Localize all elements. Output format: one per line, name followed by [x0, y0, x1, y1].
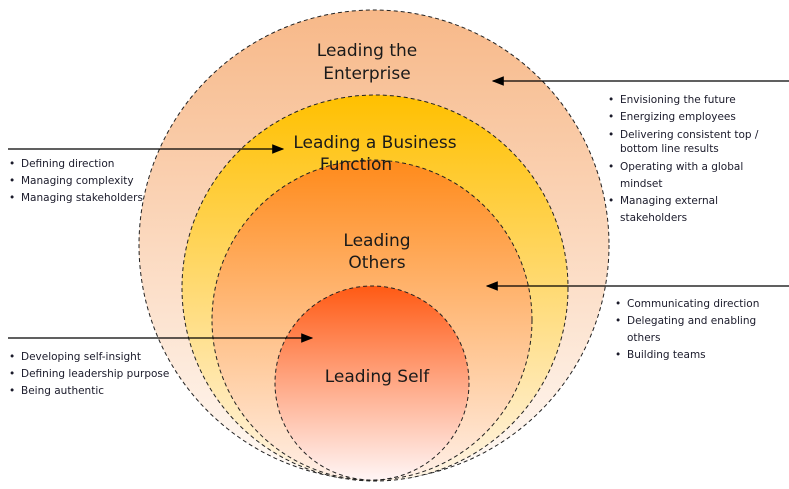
bullet-item: Envisioning the future	[608, 92, 783, 109]
title-business-line1: Leading a Business	[293, 133, 456, 153]
bullet-item: Being authentic	[9, 383, 169, 400]
bullet-item: Delivering consistent top / bottom line …	[608, 128, 783, 156]
title-others-line2: Others	[348, 253, 405, 273]
bullet-item: Operating with a global mindset	[608, 159, 783, 193]
title-enterprise-line2: Enterprise	[323, 64, 410, 84]
bullet-item: Energizing employees	[608, 109, 783, 126]
others-bullets: Communicating direction Delegating and e…	[615, 296, 789, 364]
bullet-item: Defining leadership purpose	[9, 366, 169, 383]
bullet-item: Managing complexity	[9, 173, 143, 190]
bullet-item: Defining direction	[9, 156, 143, 173]
title-business-line2: Function	[320, 155, 392, 175]
bullet-item: Communicating direction	[615, 296, 789, 313]
self-bullets: Developing self-insight Defining leaders…	[9, 349, 169, 400]
business-function-bullets: Defining direction Managing complexity M…	[9, 156, 143, 207]
enterprise-bullets: Envisioning the future Energizing employ…	[608, 92, 783, 227]
bullet-item: Developing self-insight	[9, 349, 169, 366]
title-enterprise-line1: Leading the	[317, 41, 417, 61]
bullet-item: Managing external stakeholders	[608, 193, 783, 227]
bullet-item: Delegating and enabling others	[615, 313, 789, 347]
circle-leading-self	[274, 285, 470, 481]
bullet-item: Building teams	[615, 347, 789, 364]
bullet-item: Managing stakeholders	[9, 190, 143, 207]
title-self: Leading Self	[325, 367, 431, 387]
title-others-line1: Leading	[343, 231, 410, 251]
